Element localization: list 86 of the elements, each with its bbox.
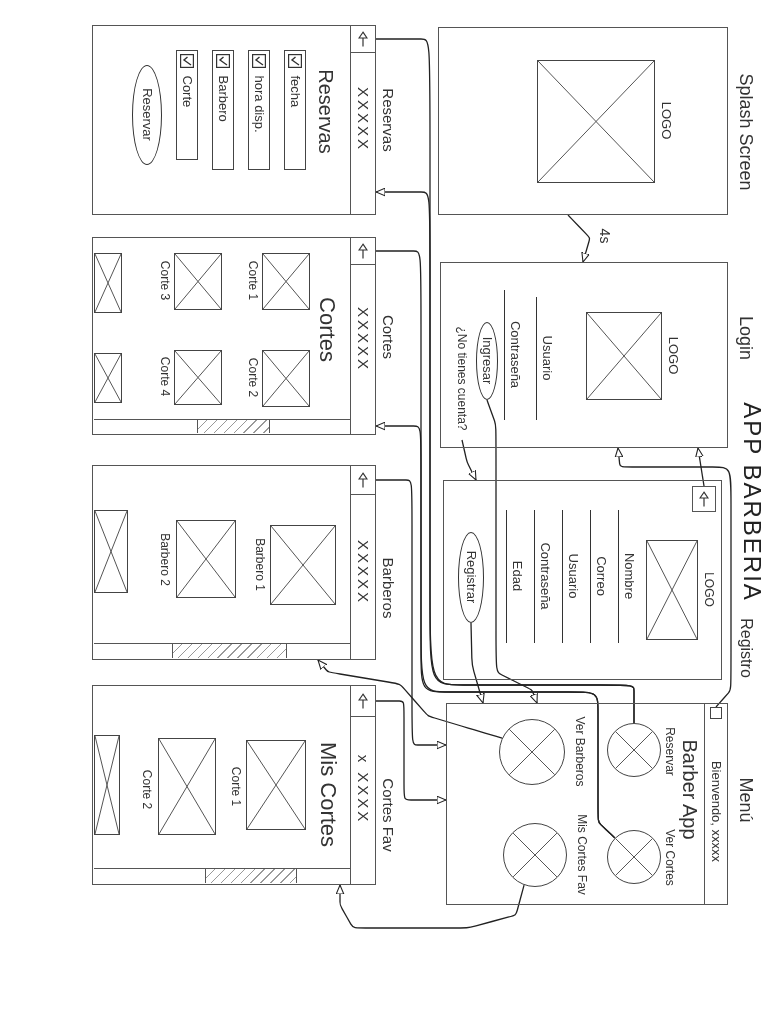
- image-placeholder: [262, 349, 311, 407]
- screen-frame: [92, 685, 376, 885]
- screen-frame: [440, 262, 728, 448]
- option-label: hora disp.: [252, 75, 267, 133]
- arrow: [335, 884, 525, 929]
- image-placeholder: [94, 509, 129, 593]
- arrow: [695, 447, 705, 487]
- back-button: [692, 485, 717, 512]
- arrow: [375, 479, 447, 750]
- app-title: Barber App: [678, 739, 701, 840]
- input-field: Contraseña: [504, 289, 531, 420]
- diagram-title: APP BARBERIA: [738, 402, 766, 602]
- option-label: Corte: [180, 75, 195, 108]
- checkbox-option: [284, 49, 307, 170]
- image-placeholder: [537, 59, 656, 183]
- image-caption: Corte 3: [157, 260, 172, 301]
- image-caption: Barbero 2: [157, 533, 172, 586]
- screen-frame: [438, 27, 728, 215]
- option-label: Barbero: [216, 75, 231, 122]
- arrow: [486, 399, 538, 704]
- image-caption: LOGO: [701, 572, 716, 607]
- input-field: Contraseña: [534, 509, 559, 643]
- image-placeholder: [246, 739, 307, 830]
- image-placeholder: [158, 737, 217, 835]
- input-field: Correo: [590, 509, 615, 643]
- input-field: Usuario: [562, 509, 587, 643]
- screen-name: Menú: [735, 777, 757, 823]
- image-placeholder: [94, 252, 123, 313]
- menu-option-label: Ver Cortes: [662, 829, 677, 886]
- signup-prompt: ¿No tienes cuenta?: [454, 317, 471, 440]
- screen-name: Splash Screen: [735, 73, 757, 191]
- image-placeholder: [174, 349, 223, 405]
- screen-name: Reservas: [379, 88, 397, 152]
- image-caption: Corte 1: [245, 260, 260, 301]
- image-caption: LOGO: [666, 336, 681, 375]
- menu-option-label: Reservar: [662, 727, 677, 776]
- image-placeholder: [270, 524, 337, 605]
- checkbox-option: [248, 49, 271, 170]
- checkbox-option: [176, 49, 199, 160]
- header-text: XXXXX: [354, 87, 373, 152]
- arrow: [375, 700, 447, 805]
- image-placeholder: [174, 252, 223, 310]
- image-placeholder: [586, 311, 663, 400]
- option-label: fecha: [288, 75, 303, 108]
- arrow: [470, 622, 485, 704]
- menu-option-label: Ver Barberos: [572, 716, 587, 787]
- header-text: XXXXX: [354, 307, 373, 372]
- header-text: XXXXX: [354, 540, 373, 605]
- menu-option-label: Mis Cortes Fav: [574, 814, 589, 895]
- image-caption: Barbero 1: [252, 538, 267, 591]
- image-placeholder: [262, 252, 311, 310]
- image-placeholder: [646, 539, 699, 640]
- arrow: [567, 214, 591, 263]
- image-caption: Corte 1: [228, 766, 243, 807]
- connector-line: [375, 38, 635, 724]
- screen-frame: [443, 480, 722, 680]
- image-caption: LOGO: [659, 101, 674, 140]
- arrow: [317, 659, 503, 739]
- input-field: Usuario: [536, 296, 563, 420]
- input-field: Nombre: [618, 509, 643, 643]
- screen-frame: [446, 703, 728, 905]
- image-placeholder: [176, 519, 237, 598]
- screen-name: Login: [735, 316, 757, 360]
- welcome-text: Bienvendo, xxxxx: [709, 760, 724, 863]
- image-caption: Corte 2: [139, 769, 154, 810]
- screen-name: Barberos: [379, 557, 397, 619]
- image-placeholder: [94, 352, 123, 403]
- image-caption: Corte 4: [157, 356, 172, 397]
- connector-line: [375, 250, 616, 839]
- screen-title: Cortes: [314, 297, 341, 362]
- screen-name: Cortes: [379, 314, 397, 360]
- image-placeholder: [94, 734, 121, 835]
- screen-frame: [92, 25, 376, 215]
- input-field: Edad: [506, 509, 531, 643]
- screen-title: Mis Cortes: [315, 741, 342, 848]
- header-text: x XXXX: [354, 754, 373, 825]
- checkbox-option: [212, 49, 235, 170]
- screen-name: Registro: [737, 618, 756, 678]
- arrow: [461, 439, 477, 481]
- arrow: [614, 447, 732, 708]
- screen-frame: [92, 465, 376, 660]
- header-icon: [710, 706, 723, 719]
- image-caption: Corte 2: [245, 357, 260, 398]
- screen-frame: [92, 237, 376, 435]
- screen-name: Cortes Fav: [379, 778, 397, 852]
- screen-title: Reservas: [314, 69, 337, 154]
